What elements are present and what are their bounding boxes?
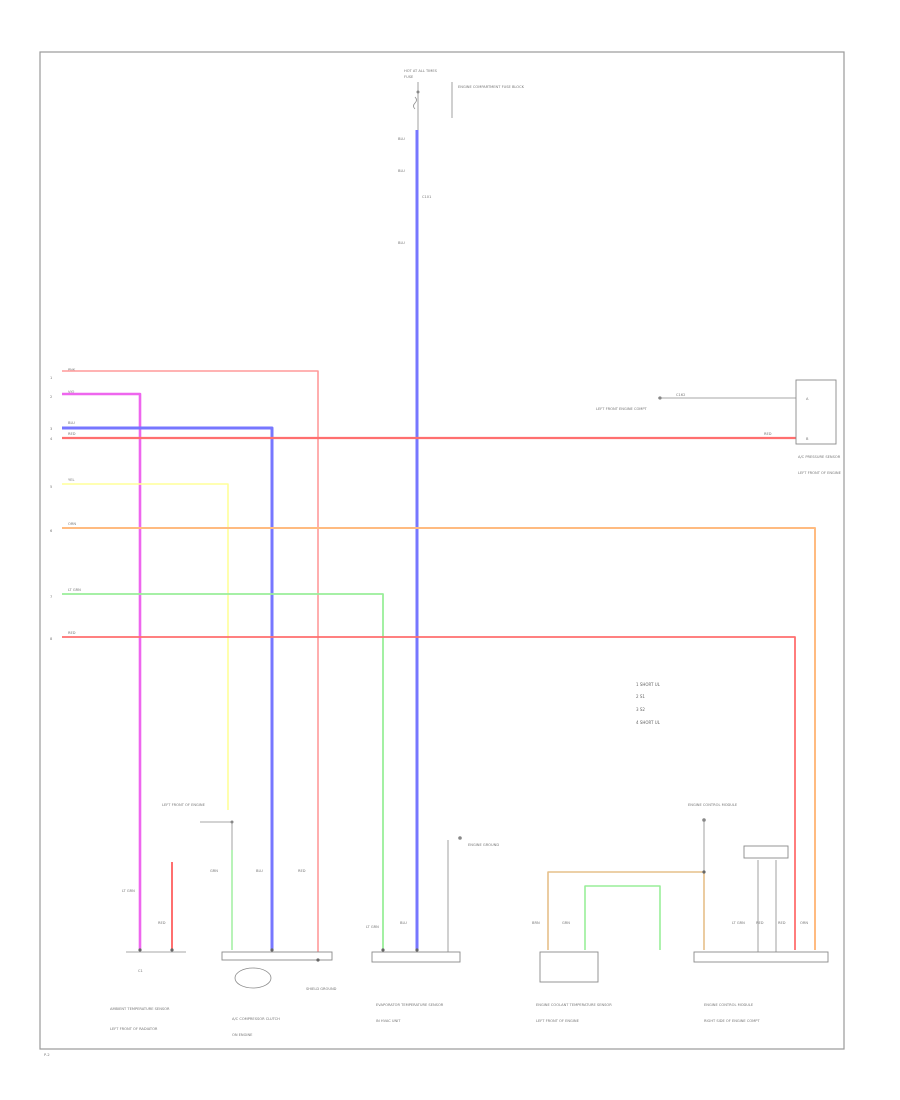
ambient-conn: C1 [138, 969, 143, 973]
wire-magenta [62, 392, 142, 950]
ambient-wire-1: LT GRN [122, 889, 135, 893]
ect-label: ENGINE COOLANT TEMPERATURE SENSOR [536, 1003, 612, 1007]
top-connector-label: C101 [422, 195, 431, 199]
legend-item-1: 1 SHORT UL [636, 682, 661, 687]
ac-pressure-sub: LEFT FRONT OF ENGINE [798, 471, 842, 475]
pin-legend: 1 SHORT UL 2 S1 3 S2 4 SHORT UL [636, 682, 661, 725]
ecm-wire-4: ORN [800, 921, 808, 925]
wire-green-ect [584, 885, 661, 950]
ect-sensor: BRN GRN ENGINE COOLANT TEMPERATURE SENSO… [532, 921, 612, 1023]
wire-color-4: RED [68, 432, 76, 436]
fuse-note-label: ENGINE COMPARTMENT FUSE BLOCK [458, 85, 525, 89]
ect-connector [539, 951, 599, 983]
evap-label: EVAPORATOR TEMPERATURE SENSOR [376, 1003, 444, 1007]
terminal-7: 7 [50, 595, 52, 599]
ecm-connector [693, 951, 829, 963]
shield-label: SHIELD GROUND [306, 987, 337, 991]
ambient-wire-2: RED [158, 921, 166, 925]
terminal-6: 6 [50, 529, 53, 533]
terminal-2: 2 [50, 395, 52, 399]
legend-item-3: 3 S2 [636, 707, 645, 712]
ect-sub: LEFT FRONT OF ENGINE [536, 1019, 580, 1023]
ac-pressure-sensor-box [795, 379, 837, 445]
wire-color-5: YEL [68, 478, 74, 482]
left-ground-label: LEFT FRONT OF ENGINE [162, 803, 206, 807]
wire-color-7: LT GRN [68, 588, 81, 592]
svg-text:B: B [806, 437, 809, 441]
ac-pressure-label: A/C PRESSURE SENSOR [798, 455, 841, 459]
ground-note: ENGINE GROUND [468, 843, 499, 847]
ac-pressure-sensor: A B C162 LEFT FRONT ENGINE COMPT RED A/C… [596, 379, 842, 475]
source-label: HOT AT ALL TIMES [404, 69, 438, 73]
top-power-source: HOT AT ALL TIMES FUSE ENGINE COMPARTMENT… [398, 69, 525, 245]
wire-color-6: ORN [68, 522, 76, 526]
ecm-wire-2: RED [756, 921, 764, 925]
top-wire-label-2: BLU [398, 169, 405, 173]
wire-yellow [62, 483, 229, 810]
ecm-sub: RIGHT SIDE OF ENGINE COMPT [704, 1019, 760, 1023]
terminal-5: 5 [50, 485, 52, 489]
ambient-temp-sensor: LT GRN RED C1 AMBIENT TEMPERATURE SENSOR… [110, 889, 186, 1031]
ambient-sub: LEFT FRONT OF RADIATOR [110, 1027, 158, 1031]
wire-red-low [62, 636, 796, 950]
terminal-1: 1 [50, 376, 52, 380]
wire-color-8: RED [68, 631, 76, 635]
ecm-fuse-pair [743, 845, 789, 952]
evap-connector [371, 951, 461, 963]
ambient-label: AMBIENT TEMPERATURE SENSOR [110, 1007, 170, 1011]
top-wire-label-1: BLU [398, 137, 405, 141]
ac-clutch-wire-1: GRN [210, 869, 218, 873]
wire-tan [547, 871, 705, 950]
engine-control-module: LT GRN RED RED ORN ENGINE CONTROL MODULE… [693, 921, 829, 1023]
legend-item-4: 4 SHORT UL [636, 720, 661, 725]
wire-orange [62, 527, 816, 950]
terminal-4: 4 [50, 437, 53, 441]
ac-conn-label: C162 [676, 393, 685, 397]
ac-clutch-wire-3: RED [298, 869, 306, 873]
wire-color-2: VIO [68, 390, 75, 394]
ac-clutch-sub: ON ENGINE [232, 1033, 253, 1037]
fuse-label: FUSE [404, 75, 414, 79]
wire-green [62, 593, 384, 950]
ac-clutch-label: A/C COMPRESSOR CLUTCH [232, 1017, 280, 1021]
ecm-note: ENGINE CONTROL MODULE [688, 803, 738, 807]
ecm-label: ENGINE CONTROL MODULE [704, 1003, 754, 1007]
ac-clutch-connector [221, 951, 333, 961]
left-terminal-block: 1 2 3 4 5 6 7 8 PNK VIO BLU RED YEL ORN … [50, 368, 81, 641]
svg-text:A: A [806, 397, 809, 401]
wire-harness [62, 130, 816, 960]
wire-color-1: PNK [68, 368, 76, 372]
legend-item-2: 2 S1 [636, 694, 645, 699]
terminal-3: 3 [50, 427, 52, 431]
wire-color-3: BLU [68, 421, 75, 425]
wire-pink [62, 370, 319, 960]
left-ground: LEFT FRONT OF ENGINE [162, 803, 234, 850]
ac-clutch-wire-2: BLU [256, 869, 263, 873]
ac-ground-label: LEFT FRONT ENGINE COMPT [596, 407, 648, 411]
ecm-ground: ENGINE CONTROL MODULE [688, 803, 738, 872]
wire-blue-left [62, 426, 274, 950]
evap-wire-2: BLU [400, 921, 407, 925]
ac-compressor-clutch: GRN BLU RED A/C COMPRESSOR CLUTCH ON ENG… [210, 869, 337, 1037]
evaporator-temp-sensor: LT GRN BLU ENGINE GROUND EVAPORATOR TEMP… [366, 836, 499, 1023]
ac-clutch-coil [234, 967, 272, 989]
terminal-8: 8 [50, 637, 53, 641]
top-wire-label-3: BLU [398, 241, 405, 245]
junction-dots [138, 870, 706, 962]
ecm-wire-3: RED [778, 921, 786, 925]
evap-sub: IN HVAC UNIT [376, 1019, 401, 1023]
ac-pin-wire: RED [764, 432, 772, 436]
page-number: P-2 [44, 1053, 50, 1057]
ect-wire-2: GRN [562, 921, 570, 925]
diagram-frame [39, 51, 845, 1050]
evap-wire-1: LT GRN [366, 925, 379, 929]
ecm-wire-1: LT GRN [732, 921, 745, 925]
ect-wire-1: BRN [532, 921, 540, 925]
